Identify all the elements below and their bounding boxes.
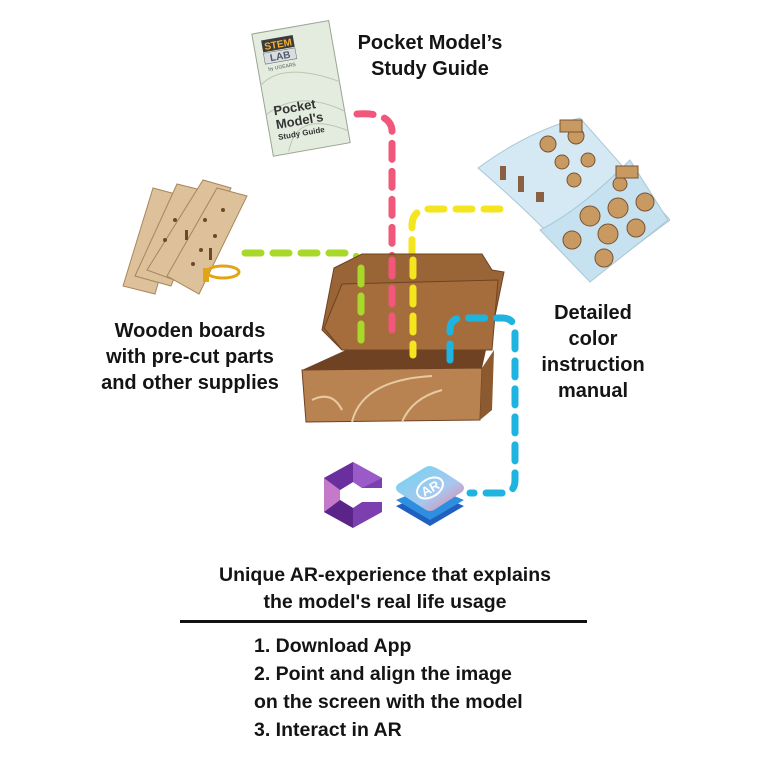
- ar-steps-list: 1. Download App 2. Point and align the i…: [254, 632, 523, 744]
- study-guide-brand-bottom: LAB: [269, 50, 291, 64]
- manual-label-line: color: [568, 328, 618, 350]
- boards-label-line: with pre-cut parts: [106, 346, 274, 368]
- study-guide-cover-title-1: Pocket: [272, 96, 317, 118]
- ar-step: 1. Download App: [254, 635, 412, 657]
- manual-label-line: Detailed: [554, 302, 632, 324]
- manual-connector: [408, 205, 504, 359]
- divider-rule: [180, 620, 587, 623]
- study-guide-label-line: Pocket Model’s: [357, 32, 503, 54]
- study-guide-connector: [353, 110, 396, 314]
- ar-step: on the screen with the model: [254, 691, 523, 713]
- ar-headline-line: the model's real life usage: [263, 591, 507, 613]
- ar-headline: Unique AR-experience that explains the m…: [170, 562, 600, 616]
- ar-headline-line: Unique AR-experience that explains: [219, 564, 551, 586]
- study-guide-brand-sub: by UGEARS: [268, 62, 297, 73]
- boards-label-line: Wooden boards: [114, 320, 266, 342]
- study-guide-booklet: STEM LAB by UGEARS Pocket Model's Study …: [251, 19, 351, 157]
- study-guide-label-line: Study Guide: [371, 58, 489, 80]
- manual-label-line: manual: [557, 380, 629, 402]
- boards-label-line: and other supplies: [101, 372, 279, 394]
- study-guide-brand-top: STEM: [264, 37, 293, 53]
- arcore-app-icon: [324, 462, 382, 528]
- study-guide-label: Pocket Model’s Study Guide: [350, 30, 510, 82]
- instruction-manual-label: Detailed color instruction manual: [528, 300, 658, 404]
- wooden-boards-image: [122, 179, 248, 295]
- ar-step: 2. Point and align the image: [254, 663, 512, 685]
- wooden-boards-label: Wooden boards with pre-cut parts and oth…: [80, 318, 300, 396]
- instruction-manual-image: [477, 117, 670, 283]
- ar-step: 3. Interact in AR: [254, 719, 402, 741]
- ar-connector: [446, 314, 519, 497]
- arkit-app-icon: AR: [396, 466, 464, 526]
- manual-label-line: instruction: [541, 354, 645, 376]
